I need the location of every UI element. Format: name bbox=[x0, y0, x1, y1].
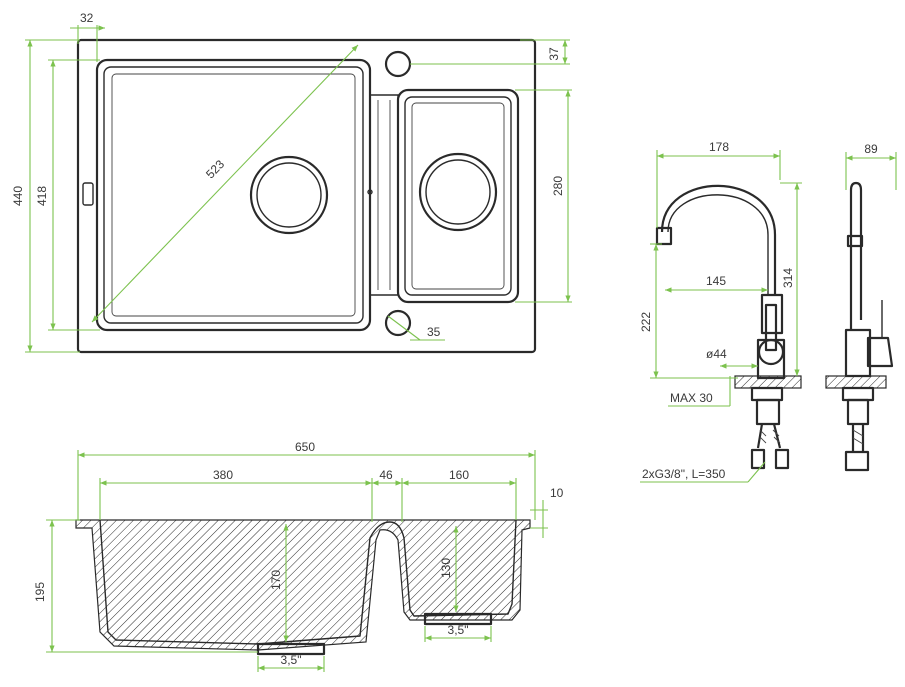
dim-o44: ø44 bbox=[706, 347, 727, 361]
dim-314: 314 bbox=[781, 268, 795, 288]
side-body bbox=[844, 328, 872, 378]
dim-380: 380 bbox=[213, 468, 233, 482]
big-bowl-inner bbox=[103, 66, 364, 324]
faucet-spout bbox=[660, 184, 777, 295]
small-drain-section bbox=[423, 612, 493, 626]
dim-130: 130 bbox=[439, 558, 453, 578]
dim-145: 145 bbox=[706, 274, 726, 288]
dim-170: 170 bbox=[269, 570, 283, 590]
faucet-front-view: 178 145 314 222 ø44 MAX 30 2xG3/8", L=35… bbox=[639, 140, 802, 483]
side-aerator bbox=[846, 234, 864, 248]
small-drain-outer bbox=[418, 152, 498, 232]
big-drain-outer bbox=[249, 155, 329, 235]
sink-outer-outline bbox=[76, 38, 537, 354]
dim-178: 178 bbox=[709, 140, 729, 154]
countertop-section bbox=[734, 375, 802, 389]
side-spout bbox=[849, 181, 863, 320]
small-bowl-rim bbox=[396, 88, 520, 304]
small-bowl-floor bbox=[411, 102, 505, 290]
logo-plate bbox=[82, 182, 94, 206]
overflow-hole bbox=[384, 309, 412, 337]
dim-drain-small: 3,5" bbox=[448, 623, 469, 637]
dim-650: 650 bbox=[295, 440, 315, 454]
dim-46: 46 bbox=[379, 468, 393, 482]
dim-37: 37 bbox=[547, 47, 561, 61]
faucet-side-view: 89 bbox=[825, 142, 897, 472]
dim-35: 35 bbox=[427, 325, 441, 339]
hose-nut-right bbox=[774, 448, 790, 470]
dim-89: 89 bbox=[864, 142, 878, 156]
dim-523: 523 bbox=[203, 157, 227, 181]
side-mount-nut bbox=[841, 386, 875, 402]
side-countertop-section bbox=[825, 375, 887, 389]
section-outline bbox=[75, 519, 531, 651]
faucet-knob bbox=[757, 338, 785, 366]
supply-hoses bbox=[756, 423, 782, 449]
dim-280: 280 bbox=[551, 176, 565, 196]
hose-nut-left bbox=[750, 448, 766, 470]
small-bowl-inner bbox=[404, 96, 512, 296]
small-drain-inner bbox=[425, 159, 491, 225]
dim-10: 10 bbox=[550, 486, 564, 500]
big-bowl-rim bbox=[95, 58, 372, 332]
sink-cross-section: 650 380 46 160 10 195 170 130 3,5" 3,5" bbox=[33, 440, 564, 672]
overflow-screw bbox=[367, 189, 373, 195]
big-bowl-floor bbox=[111, 73, 356, 317]
hose-spec: 2xG3/8", L=350 bbox=[642, 467, 726, 481]
big-drain-inner bbox=[256, 162, 322, 228]
dim-418: 418 bbox=[35, 186, 49, 206]
mount-nut bbox=[750, 386, 784, 402]
side-hose-nut bbox=[844, 450, 870, 472]
tap-hole bbox=[384, 50, 412, 78]
dim-195: 195 bbox=[33, 582, 47, 602]
faucet-lever bbox=[764, 303, 778, 352]
mount-thread bbox=[755, 398, 781, 426]
dim-160: 160 bbox=[449, 468, 469, 482]
faucet-aerator bbox=[655, 226, 673, 246]
section-inner bbox=[99, 519, 517, 645]
overflow-channel bbox=[369, 94, 399, 296]
dim-drain-big: 3,5" bbox=[281, 653, 302, 667]
dim-32: 32 bbox=[80, 11, 94, 25]
faucet-body-upper bbox=[760, 293, 784, 335]
side-lever bbox=[866, 336, 894, 368]
dim-222: 222 bbox=[639, 312, 653, 332]
dim-440: 440 bbox=[11, 186, 25, 206]
dim-max30: MAX 30 bbox=[670, 391, 713, 405]
side-thread bbox=[846, 398, 870, 426]
big-drain-section bbox=[256, 642, 326, 656]
sink-top-view: 32 440 418 523 37 280 35 bbox=[11, 11, 572, 354]
